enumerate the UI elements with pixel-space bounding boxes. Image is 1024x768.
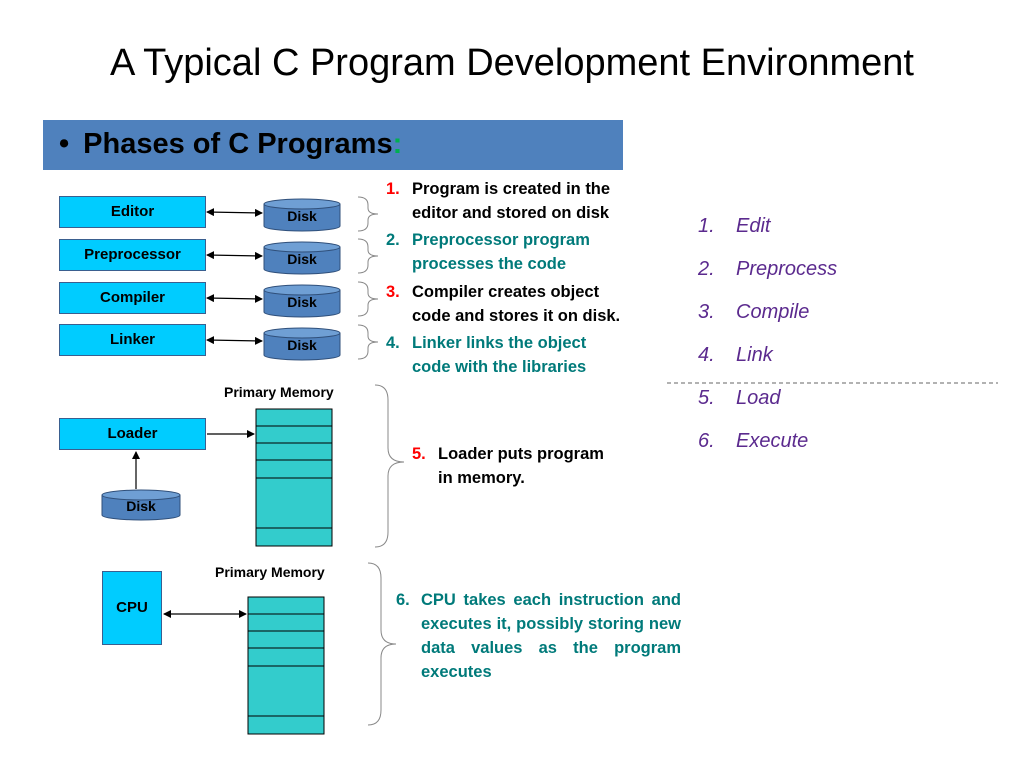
disk-label: Disk	[126, 498, 156, 514]
editor-box: Editor	[59, 196, 206, 228]
step-6: 6. CPU takes each instruction and execut…	[396, 588, 681, 684]
step-1: 1. Program is created in the editor and s…	[386, 177, 666, 225]
step-text: Linker links the object	[412, 334, 587, 352]
step-text: code with the libraries	[412, 358, 587, 376]
brace-icon	[357, 238, 379, 274]
brace-icon	[367, 562, 397, 726]
brace-icon	[357, 281, 379, 317]
disk-icon: Disk	[263, 284, 341, 318]
disk-label: Disk	[287, 251, 317, 267]
primary-memory-label: Primary Memory	[215, 564, 325, 580]
double-arrow-icon	[206, 294, 263, 303]
memory-stack	[255, 408, 333, 547]
step-text: Loader puts program	[438, 445, 604, 463]
list-item: 2.Preprocess	[698, 258, 838, 280]
section-banner: • Phases of C Programs:	[43, 120, 623, 170]
banner-label: Phases of C Programs	[83, 128, 393, 160]
phase-list: 1.Edit 2.Preprocess 3.Compile 4.Link 5.L…	[698, 212, 837, 470]
disk-icon: Disk	[263, 241, 341, 275]
step-number: 4.	[386, 334, 400, 352]
brace-icon	[357, 196, 379, 232]
banner-heading: • Phases of C Programs:	[59, 128, 402, 161]
brace-icon	[357, 324, 379, 360]
step-text: CPU takes each instruction and executes …	[421, 591, 681, 681]
list-item: 4.Link	[698, 344, 773, 366]
step-number: 1.	[386, 180, 400, 198]
memory-stack	[247, 596, 325, 735]
bullet-icon: •	[59, 128, 70, 160]
disk-icon: Disk	[101, 489, 181, 521]
double-arrow-icon	[206, 208, 263, 217]
banner-colon: :	[392, 128, 403, 160]
double-arrow-icon	[206, 251, 263, 260]
step-4: 4. Linker links the object code with the …	[386, 331, 666, 379]
step-number: 3.	[386, 283, 400, 301]
disk-label: Disk	[287, 337, 317, 353]
compiler-box: Compiler	[59, 282, 206, 314]
step-3: 3. Compiler creates object code and store…	[386, 280, 666, 328]
loader-box: Loader	[59, 418, 206, 450]
step-text: Preprocessor program	[412, 231, 590, 249]
step-2: 2. Preprocessor program processes the cod…	[386, 228, 666, 276]
step-text: in memory.	[438, 469, 525, 487]
list-item: 1.Edit	[698, 215, 771, 237]
page-title: A Typical C Program Development Environm…	[110, 42, 914, 84]
step-text: Compiler creates object	[412, 283, 600, 301]
disk-label: Disk	[287, 208, 317, 224]
list-item: 5.Load	[698, 387, 781, 409]
step-text: editor and stored on disk	[412, 204, 610, 222]
disk-icon: Disk	[263, 327, 341, 361]
cpu-box: CPU	[102, 571, 162, 645]
step-number: 6.	[396, 591, 410, 609]
disk-icon: Disk	[263, 198, 341, 232]
primary-memory-label: Primary Memory	[224, 384, 334, 400]
preprocessor-box: Preprocessor	[59, 239, 206, 271]
step-text: processes the code	[412, 255, 567, 273]
step-5: 5. Loader puts program in memory.	[412, 442, 672, 490]
step-text: Program is created in the	[412, 180, 611, 198]
step-number: 5.	[412, 445, 426, 463]
linker-box: Linker	[59, 324, 206, 356]
disk-label: Disk	[287, 294, 317, 310]
double-arrow-icon	[206, 336, 263, 345]
step-text: code and stores it on disk.	[412, 307, 621, 325]
list-item: 6.Execute	[698, 430, 809, 452]
list-item: 3.Compile	[698, 301, 810, 323]
brace-icon	[374, 384, 405, 548]
step-number: 2.	[386, 231, 400, 249]
